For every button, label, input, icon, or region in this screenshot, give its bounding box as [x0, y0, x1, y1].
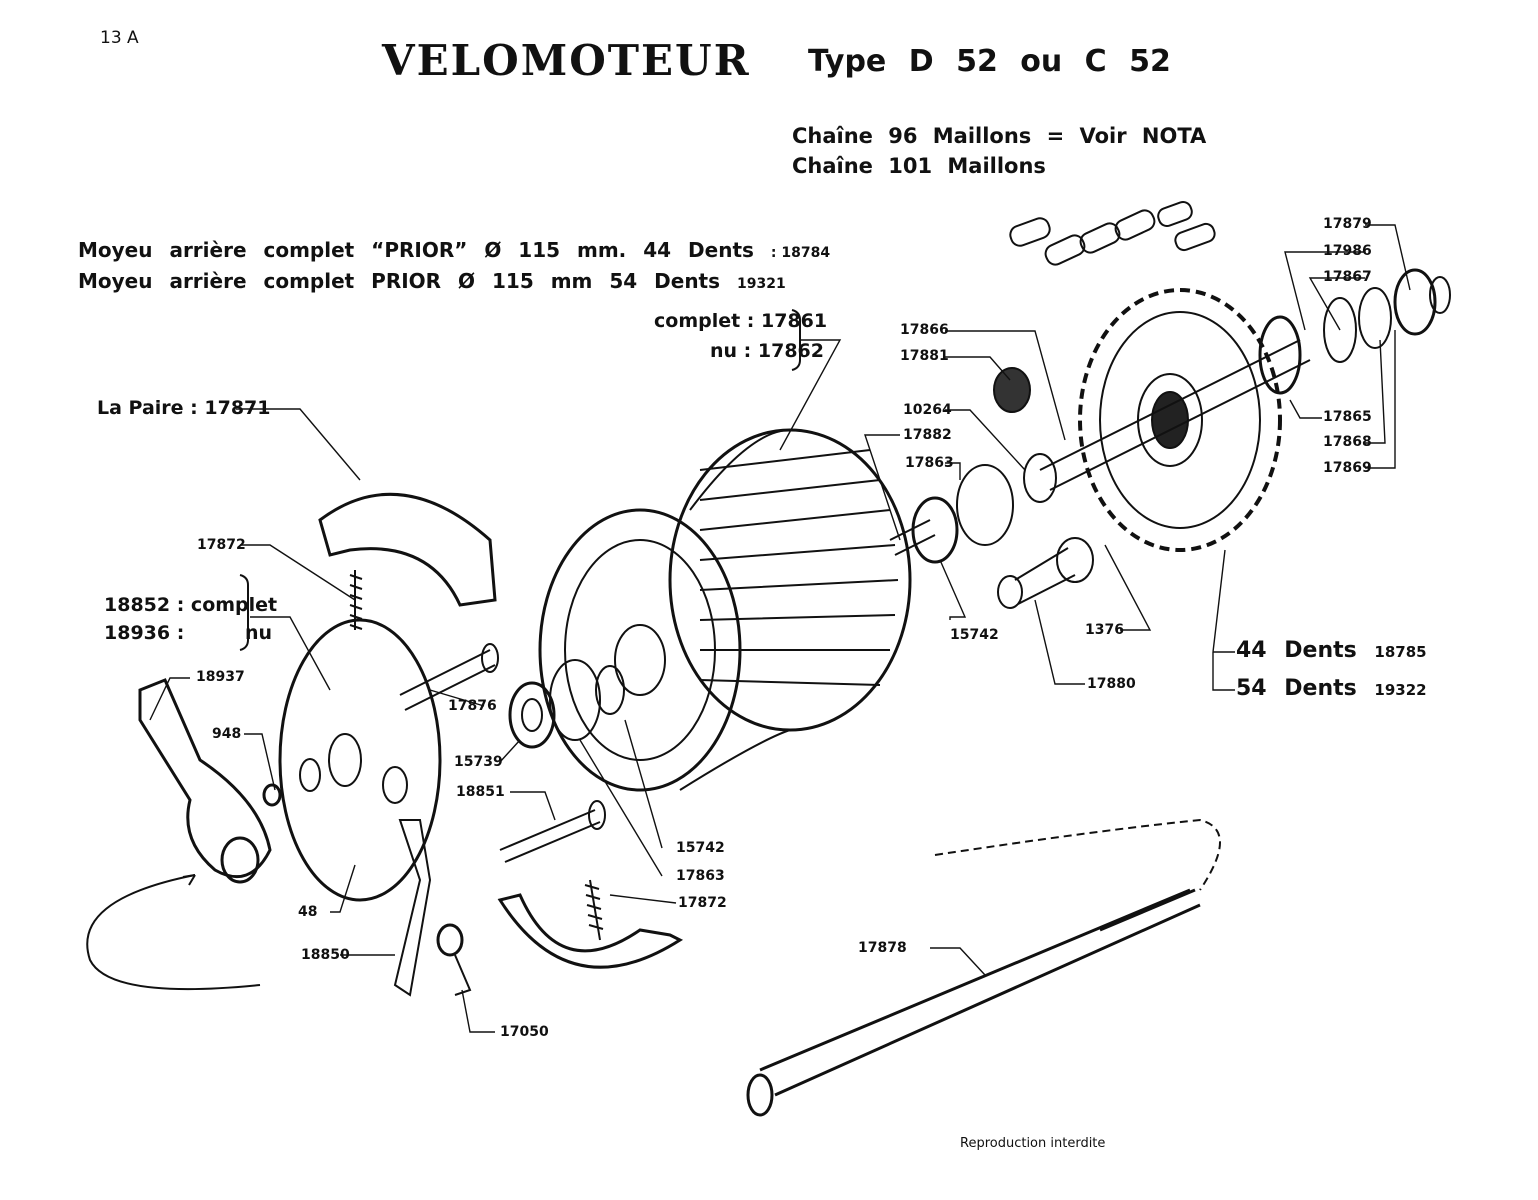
part-label: 17876: [448, 698, 497, 714]
axle-parts-drawing: [1039, 268, 1451, 491]
hub-note-54-ref: 19321: [737, 276, 786, 292]
brake-plate-bare-label: 18936 : nu: [104, 622, 272, 644]
brace-brake-plate: [239, 574, 249, 651]
part-label: 17867: [1323, 269, 1372, 285]
sprocket-54-ref: 19322: [1374, 681, 1427, 699]
hub-note-44-ref: : 18784: [770, 245, 831, 261]
axle-bolt-drawing: [746, 888, 1201, 1117]
part-label: 17882: [903, 427, 952, 443]
page-number: 13 A: [100, 28, 139, 48]
hub-note-44-text: Moyeu arrière complet “PRIOR” Ø 115 mm. …: [78, 238, 754, 262]
copyright-notice: Reproduction interdite: [960, 1136, 1106, 1151]
brake-plate-bare-ref: 18936 :: [104, 622, 185, 644]
part-label: 17986: [1323, 243, 1372, 259]
left-bearing-drawing: [508, 659, 625, 749]
chain-note-101: Chaîne 101 Maillons: [792, 154, 1046, 178]
part-label: 48: [298, 904, 318, 920]
part-label: 17868: [1323, 434, 1372, 450]
part-label: 15742: [676, 840, 725, 856]
part-label: 15739: [454, 754, 503, 770]
page-subtitle: Type D 52 ou C 52: [808, 44, 1171, 79]
brake-plate-drawing: [278, 618, 442, 997]
chain-note-96: Chaîne 96 Maillons = Voir NOTA: [792, 124, 1207, 148]
sprocket-54-teeth: 54 Dents: [1236, 676, 1357, 701]
brake-arm-drawing: [138, 678, 282, 884]
arrow-curve-left: [86, 874, 261, 991]
part-label: 18937: [196, 669, 245, 685]
part-label: 17879: [1323, 216, 1372, 232]
hub-note-54-text: Moyeu arrière complet PRIOR Ø 115 mm 54 …: [78, 269, 721, 293]
hub-shell-drawing: [538, 428, 912, 792]
part-label: 17872: [678, 895, 727, 911]
page-title: VELOMOTEUR: [382, 36, 751, 85]
sprocket-drawing: [1078, 288, 1282, 552]
arrow-curve-right: [934, 818, 1221, 891]
hub-body-bare-label: nu : 17862: [710, 340, 824, 362]
part-label: 948: [212, 726, 242, 742]
hub-note-44: Moyeu arrière complet “PRIOR” Ø 115 mm. …: [78, 238, 830, 262]
brace-hub-body: [791, 309, 801, 371]
brake-shoe-bottom-drawing: [497, 893, 684, 969]
part-label: 17872: [197, 537, 246, 553]
part-label: 17865: [1323, 409, 1372, 425]
part-label: 17863: [905, 455, 954, 471]
brake-plate-complete-label: 18852 : complet: [104, 594, 278, 616]
part-label: 18851: [456, 784, 505, 800]
part-label: 1376: [1085, 622, 1124, 638]
hub-note-54: Moyeu arrière complet PRIOR Ø 115 mm 54 …: [78, 269, 786, 293]
part-label: 17050: [500, 1024, 549, 1040]
part-label: 18850: [301, 947, 350, 963]
part-label: 17878: [858, 940, 907, 956]
brake-shoe-top-drawing: [318, 492, 497, 607]
part-label: 17881: [900, 348, 949, 364]
part-label: 17863: [676, 868, 725, 884]
brake-shoes-label: La Paire : 17871: [97, 397, 271, 419]
sprocket-44-label: 44 Dents 18785: [1236, 638, 1427, 663]
sprocket-54-label: 54 Dents 19322: [1236, 676, 1427, 701]
return-spring-drawing: [436, 923, 472, 996]
pins-drawing: [399, 643, 606, 863]
hub-body-complete-label: complet : 17861: [654, 310, 828, 332]
part-label: 17866: [900, 322, 949, 338]
brake-plate-bare-word: nu: [244, 622, 273, 644]
bearing-drawing: [889, 367, 1094, 609]
part-label: 10264: [903, 402, 952, 418]
part-label: 17880: [1087, 676, 1136, 692]
sprocket-44-teeth: 44 Dents: [1236, 638, 1357, 663]
part-label: 17869: [1323, 460, 1372, 476]
chain-links-drawing: [1009, 200, 1216, 266]
sprocket-44-ref: 18785: [1374, 643, 1427, 661]
part-label: 15742: [950, 627, 999, 643]
leader-lines: [149, 224, 1411, 1033]
